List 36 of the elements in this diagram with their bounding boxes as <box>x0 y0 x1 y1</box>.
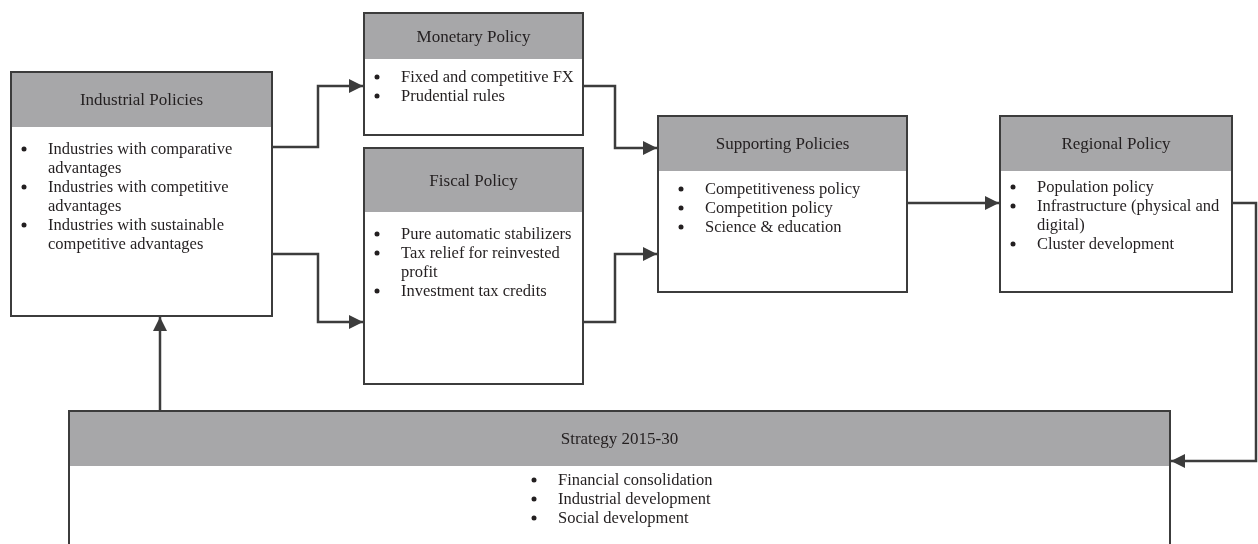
bullet-item: Tax relief for reinvested profit <box>401 243 560 281</box>
box-heading: Regional Policy <box>1001 117 1231 171</box>
bullet-item: Industries with competitive advantages <box>48 177 229 215</box>
bullet-item: Fixed and competitive FX <box>401 67 574 86</box>
bullet-item: Competitiveness policy <box>705 179 861 198</box>
arrow <box>1171 201 1258 468</box>
policy-box <box>657 115 908 293</box>
bullet-item: Industrial development <box>558 489 711 508</box>
policy-box <box>363 147 584 385</box>
bullet-item: Pure automatic stabilizers <box>401 224 572 243</box>
box-heading: Industrial Policies <box>12 73 271 127</box>
box-heading: Strategy 2015-30 <box>70 412 1169 466</box>
bullet-item: Competition policy <box>705 198 833 217</box>
box-heading: Monetary Policy <box>365 14 582 59</box>
arrow <box>584 247 657 324</box>
bullet-item: Social development <box>558 508 689 527</box>
arrow <box>153 317 167 410</box>
policy-box <box>10 71 273 317</box>
bullet-item: Science & education <box>705 217 842 236</box>
arrow <box>908 196 999 210</box>
bullet-item: Cluster development <box>1037 234 1174 253</box>
bullet-item: Industries with sustainable competitive advantages <box>48 215 224 253</box>
arrow <box>273 79 363 149</box>
bullet-item: Financial consolidation <box>558 470 713 489</box>
policy-box <box>68 410 1171 544</box>
policy-box <box>363 12 584 136</box>
bullet-item: Prudential rules <box>401 86 506 105</box>
arrow <box>273 252 363 329</box>
box-heading: Fiscal Policy <box>365 149 582 212</box>
bullet-item: Investment tax credits <box>401 281 547 300</box>
bullet-item: Infrastructure (physical and digital) <box>1037 196 1220 234</box>
policy-box <box>999 115 1233 293</box>
bullet-item: Population policy <box>1037 177 1154 196</box>
box-heading: Supporting Policies <box>659 117 906 171</box>
bullet-item: Industries with comparative advantages <box>48 139 233 177</box>
arrow <box>584 84 657 155</box>
